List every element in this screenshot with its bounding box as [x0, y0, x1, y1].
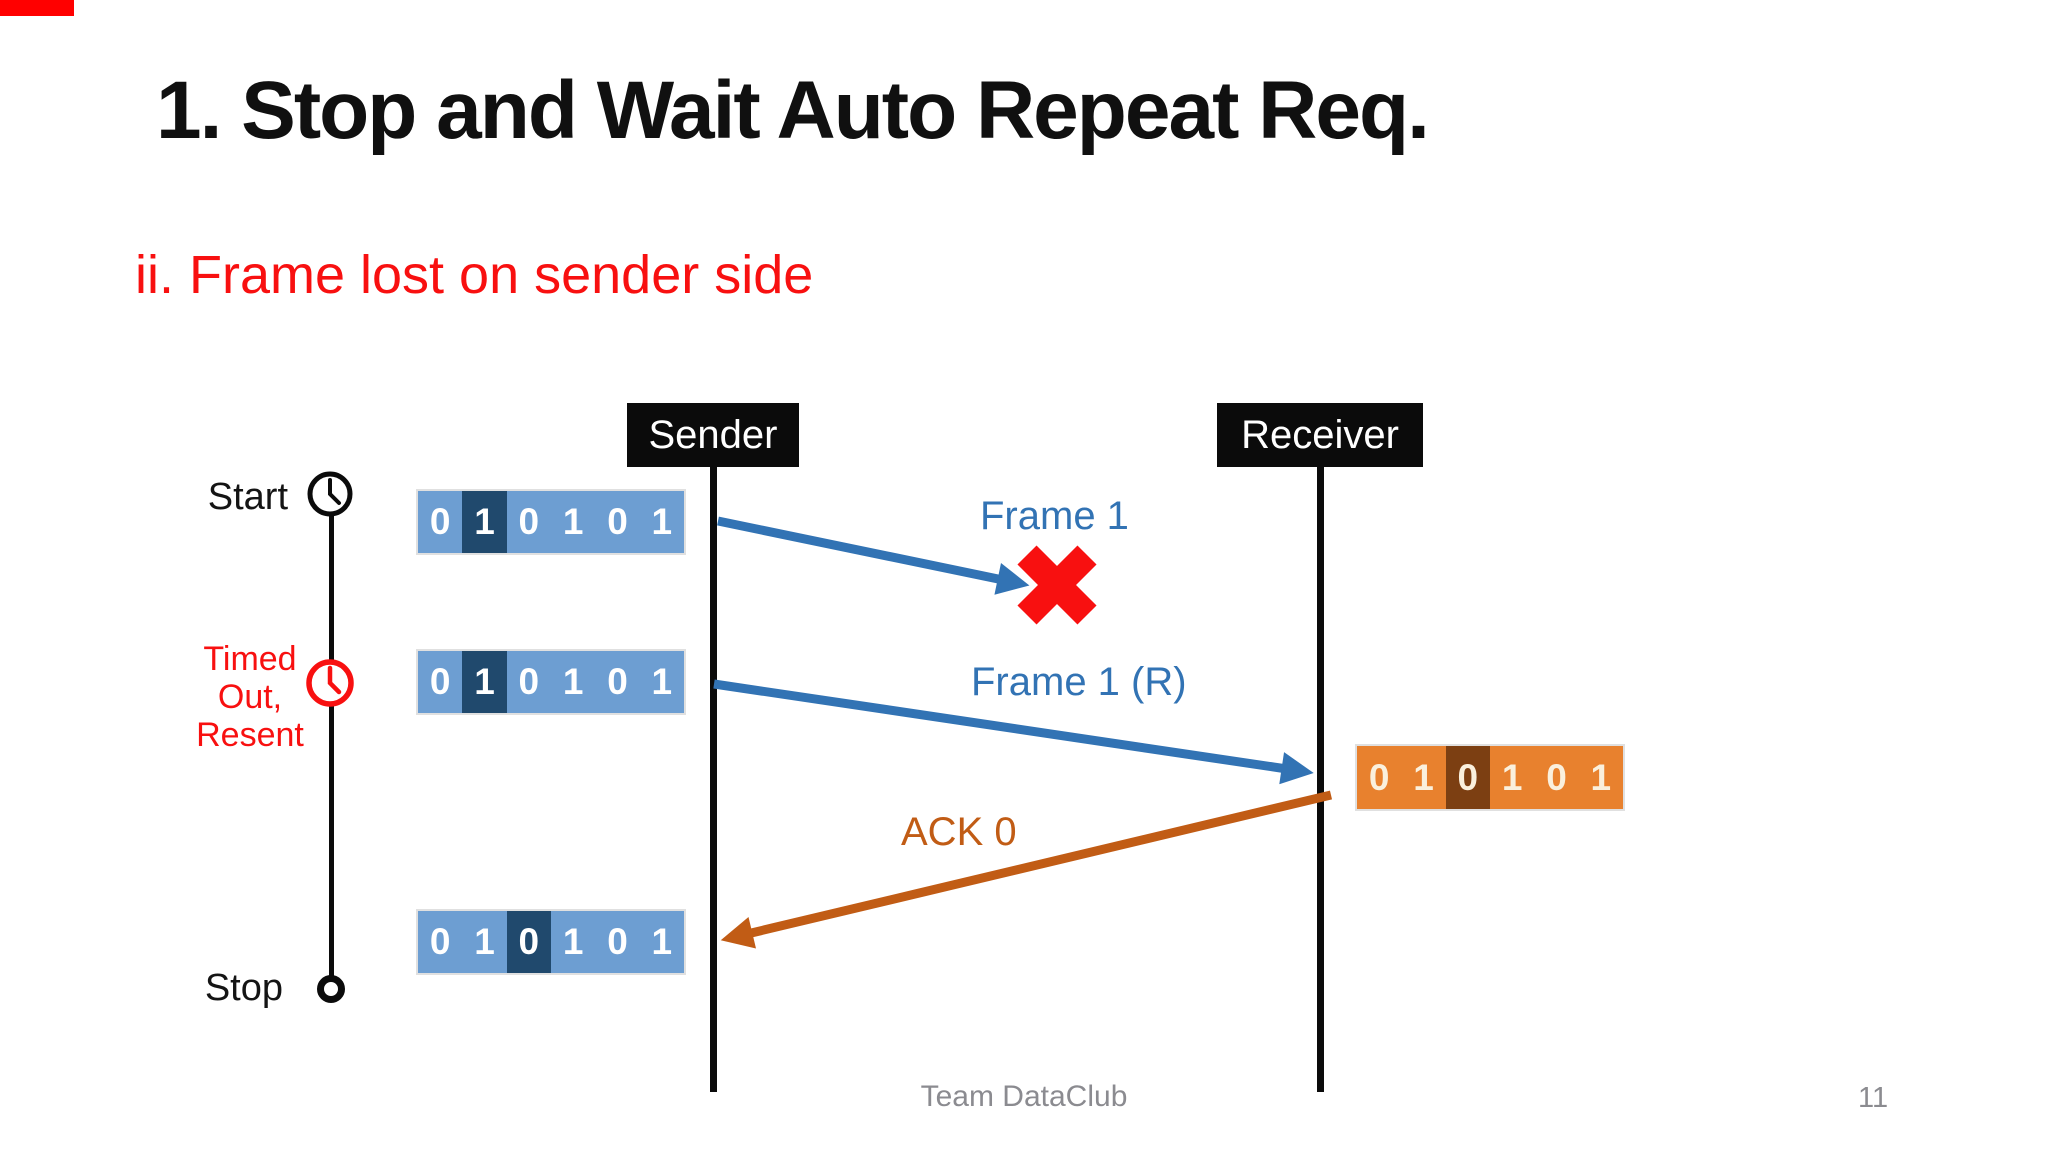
start-clock-icon	[307, 471, 353, 517]
stop-label: Stop	[204, 967, 283, 1009]
lost-x-icon	[1017, 545, 1097, 625]
bit-cell: 1	[1489, 746, 1535, 809]
bit-cell: 0	[1534, 746, 1579, 809]
bit-cell: 0	[595, 491, 640, 553]
bit-cell: 1	[639, 491, 684, 553]
bit-cell: 0	[1445, 746, 1490, 809]
footer-text: Team DataClub	[920, 1080, 1128, 1113]
corner-red-mark	[0, 0, 74, 16]
bit-cell: 1	[550, 491, 596, 553]
bit-cell: 1	[639, 651, 684, 713]
bit-cell: 1	[550, 651, 596, 713]
bit-cell: 0	[595, 651, 640, 713]
timeout-label: Timed Out, Resent	[196, 640, 304, 754]
start-label: Start	[207, 476, 288, 518]
bit-cell: 0	[418, 491, 463, 553]
bit-cell: 0	[595, 911, 640, 973]
timer-line	[329, 505, 334, 985]
slide-title: 1. Stop and Wait Auto Repeat Req.	[156, 65, 1430, 156]
bit-cell: 0	[506, 491, 551, 553]
bit-cell: 1	[639, 911, 684, 973]
bit-cell: 1	[550, 911, 596, 973]
frame1-resend-label: Frame 1 (R)	[971, 660, 1187, 704]
bit-cell: 1	[1401, 746, 1446, 809]
receiver-lifeline	[1317, 467, 1324, 1092]
slide-subtitle: ii. Frame lost on sender side	[135, 245, 814, 305]
ack0-label: ACK 0	[901, 810, 1017, 854]
bit-cell: 1	[462, 651, 507, 713]
ack0-arrow	[720, 790, 1333, 949]
bit-cell: 0	[1357, 746, 1402, 809]
timeout-clock-icon	[306, 659, 354, 707]
bit-cell: 1	[1578, 746, 1623, 809]
bit-cell: 1	[462, 911, 507, 973]
page-number: 11	[1858, 1082, 1889, 1114]
sender-lifeline	[710, 467, 717, 1092]
bit-cell: 1	[462, 491, 507, 553]
bit-cell: 0	[418, 651, 463, 713]
frame1-label: Frame 1	[980, 494, 1129, 538]
frame1-arrow	[717, 516, 1030, 595]
bit-cell: 0	[506, 651, 551, 713]
stop-circle-icon	[317, 975, 345, 1003]
receiver-label: Receiver	[1217, 403, 1423, 467]
sender-label: Sender	[627, 403, 799, 467]
bit-cell: 0	[418, 911, 463, 973]
bit-cell: 0	[506, 911, 551, 973]
